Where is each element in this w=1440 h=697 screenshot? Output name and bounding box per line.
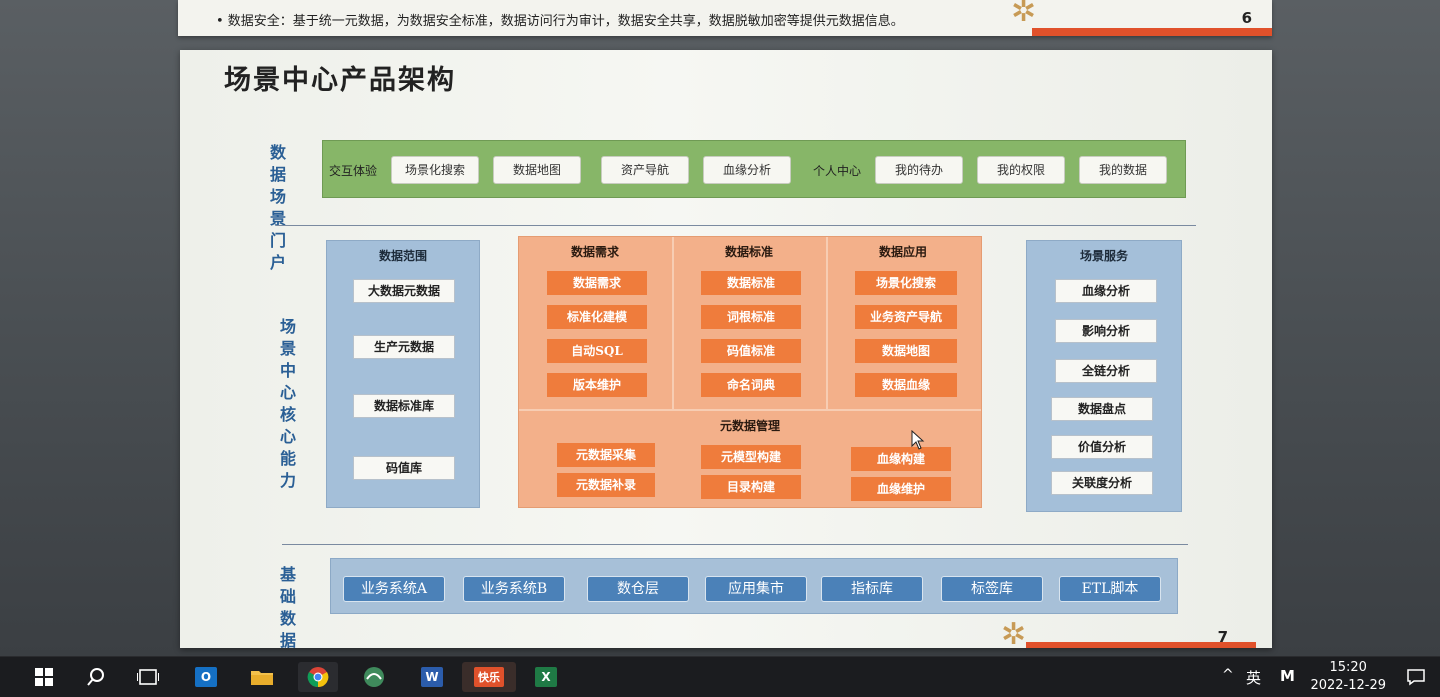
metadata-mgmt-item[interactable]: 元数据补录 — [557, 473, 655, 497]
data-demand-item[interactable]: 标准化建模 — [547, 305, 647, 329]
data-standard-item[interactable]: 词根标准 — [701, 305, 801, 329]
kuaile-icon-label: 快乐 — [474, 667, 504, 687]
base-data-bar: 业务系统A 业务系统B 数仓层 应用集市 指标库 标签库 ETL脚本 — [330, 558, 1178, 614]
word-icon[interactable]: W — [412, 662, 452, 692]
previous-slide-number: 6 — [1241, 9, 1252, 27]
portal-chip-scene-search[interactable]: 场景化搜索 — [391, 156, 479, 184]
slide-page-number: 7 — [1217, 628, 1228, 646]
windows-icon[interactable] — [24, 662, 64, 692]
app-icon[interactable] — [354, 662, 394, 692]
data-demand-item[interactable]: 版本维护 — [547, 373, 647, 397]
folder-icon[interactable] — [242, 662, 282, 692]
metadata-mgmt-item[interactable]: 血缘构建 — [851, 447, 951, 471]
previous-slide: • 数据安全：基于统一元数据，为数据安全标准，数据访问行为审计，数据安全共享，数… — [178, 0, 1272, 36]
portal-group-interaction-label: 交互体验 — [329, 164, 378, 178]
system-clock[interactable]: 15:20 2022-12-29 — [1310, 659, 1386, 695]
data-scope-item[interactable]: 生产元数据 — [353, 335, 455, 359]
clock-time: 15:20 — [1329, 660, 1367, 675]
data-application-item[interactable]: 数据血缘 — [855, 373, 957, 397]
orange-col-divider — [826, 237, 828, 409]
notification-icon[interactable] — [1396, 662, 1436, 692]
scene-service-item[interactable]: 血缘分析 — [1055, 279, 1157, 303]
data-application-item[interactable]: 数据地图 — [855, 339, 957, 363]
company-logo-icon: ✲ — [1010, 0, 1036, 29]
data-standard-item[interactable]: 命名词典 — [701, 373, 801, 397]
orange-row-divider — [519, 409, 981, 411]
ime-language-indicator[interactable]: 英 — [1246, 669, 1262, 687]
data-scope-item[interactable]: 码值库 — [353, 456, 455, 480]
metadata-mgmt-item[interactable]: 元数据采集 — [557, 443, 655, 467]
company-logo-icon: ✲ — [1000, 617, 1026, 652]
search-icon[interactable] — [76, 662, 116, 692]
outlook-icon[interactable]: O — [186, 662, 226, 692]
data-demand-item[interactable]: 自动SQL — [547, 339, 647, 363]
data-demand-item[interactable]: 数据需求 — [547, 271, 647, 295]
section-label-portal: 数据场景门户 — [266, 142, 290, 274]
divider-top — [276, 225, 1196, 226]
section-label-portal-text: 数据场景门户 — [269, 143, 286, 272]
base-item-app-mart[interactable]: 应用集市 — [705, 576, 807, 602]
task-view-icon[interactable] — [128, 662, 168, 692]
outlook-icon-label: O — [195, 667, 217, 687]
data-standard-title: 数据标准 — [724, 245, 773, 259]
taskbar: O W 快乐 X ^ 英 M 15:20 2022-12-29 — [0, 656, 1440, 697]
portal-chip-my-permission[interactable]: 我的权限 — [977, 156, 1065, 184]
core-capability-area: 数据需求 数据标准 数据应用 数据需求 标准化建模 自动SQL 版本维护 数据标… — [518, 236, 982, 508]
base-item-metric-lib[interactable]: 指标库 — [821, 576, 923, 602]
base-item-etl-script[interactable]: ETL脚本 — [1059, 576, 1161, 602]
excel-icon[interactable]: X — [526, 662, 566, 692]
portal-chip-asset-nav[interactable]: 资产导航 — [601, 156, 689, 184]
portal-chip-my-data[interactable]: 我的数据 — [1079, 156, 1167, 184]
previous-slide-bullet: • 数据安全：基于统一元数据，为数据安全标准，数据访问行为审计，数据安全共享，数… — [216, 14, 904, 29]
section-label-core-text: 场景中心核心能力 — [279, 317, 296, 490]
metadata-mgmt-item[interactable]: 血缘维护 — [851, 477, 951, 501]
data-application-item[interactable]: 场景化搜索 — [855, 271, 957, 295]
slide-title: 场景中心产品架构 — [224, 65, 456, 96]
scene-service-item[interactable]: 数据盘点 — [1051, 397, 1153, 421]
divider-bottom — [282, 544, 1188, 545]
scene-service-item[interactable]: 价值分析 — [1051, 435, 1153, 459]
slide-accent-bar — [1026, 642, 1256, 648]
metadata-mgmt-item[interactable]: 元模型构建 — [701, 445, 801, 469]
kuaile-icon[interactable]: 快乐 — [462, 662, 516, 692]
word-icon-label: W — [421, 667, 443, 687]
scene-service-title: 场景服务 — [1079, 249, 1128, 263]
data-scope-item[interactable]: 大数据元数据 — [353, 279, 455, 303]
metadata-mgmt-item[interactable]: 目录构建 — [701, 475, 801, 499]
base-item-warehouse[interactable]: 数仓层 — [587, 576, 689, 602]
data-application-title: 数据应用 — [878, 245, 927, 259]
chrome-icon[interactable] — [298, 662, 338, 692]
portal-chip-data-map[interactable]: 数据地图 — [493, 156, 581, 184]
base-item-business-b[interactable]: 业务系统B — [463, 576, 565, 602]
data-scope-item[interactable]: 数据标准库 — [353, 394, 455, 418]
scene-service-item[interactable]: 关联度分析 — [1051, 471, 1153, 495]
data-application-item[interactable]: 业务资产导航 — [855, 305, 957, 329]
data-scope-column: 数据范围 大数据元数据 生产元数据 数据标准库 码值库 — [326, 240, 480, 508]
portal-group-personal-label: 个人中心 — [813, 164, 862, 178]
previous-slide-accent-bar — [1032, 28, 1272, 36]
portal-chip-lineage[interactable]: 血缘分析 — [703, 156, 791, 184]
slide: 场景中心产品架构 数据场景门户 场景中心核心能力 基础数据 交互体验 场景化搜索… — [180, 50, 1272, 652]
portal-bar: 交互体验 场景化搜索 数据地图 资产导航 血缘分析 个人中心 我的待办 我的权限… — [322, 140, 1186, 198]
mouse-cursor-icon — [911, 430, 925, 450]
section-label-core: 场景中心核心能力 — [276, 316, 300, 492]
base-item-tag-lib[interactable]: 标签库 — [941, 576, 1043, 602]
data-scope-title: 数据范围 — [378, 249, 427, 263]
base-item-business-a[interactable]: 业务系统A — [343, 576, 445, 602]
scene-service-item[interactable]: 影响分析 — [1055, 319, 1157, 343]
portal-chip-my-todo[interactable]: 我的待办 — [875, 156, 963, 184]
excel-icon-label: X — [535, 667, 557, 687]
data-demand-title: 数据需求 — [570, 245, 619, 259]
section-label-base-text: 基础数据 — [279, 565, 296, 650]
tray-chevron-icon[interactable]: ^ — [1222, 667, 1234, 683]
data-standard-item[interactable]: 数据标准 — [701, 271, 801, 295]
scene-service-item[interactable]: 全链分析 — [1055, 359, 1157, 383]
clock-date: 2022-12-29 — [1310, 678, 1386, 693]
data-standard-item[interactable]: 码值标准 — [701, 339, 801, 363]
section-label-base: 基础数据 — [276, 564, 300, 652]
orange-col-divider — [672, 237, 674, 409]
metadata-mgmt-title: 元数据管理 — [719, 419, 780, 433]
scene-service-column: 场景服务 血缘分析 影响分析 全链分析 数据盘点 价值分析 关联度分析 — [1026, 240, 1182, 512]
ime-mode-icon[interactable]: M — [1280, 667, 1295, 685]
